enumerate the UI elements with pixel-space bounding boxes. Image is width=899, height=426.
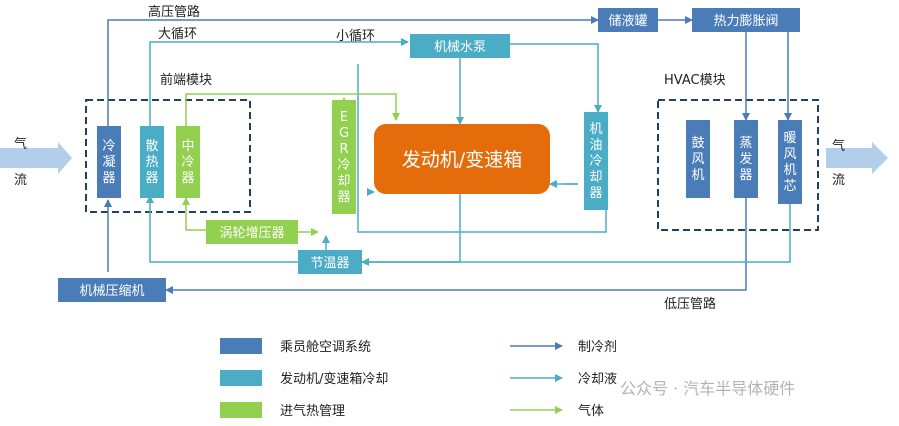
hvac-module-box	[657, 99, 819, 231]
label-hvac-module: HVAC模块	[664, 73, 726, 88]
legend-swatch-ac	[220, 338, 262, 354]
block-oil-cooler: 机油冷却器	[584, 112, 608, 210]
block-blower-label: 鼓风机	[691, 136, 704, 183]
block-heater-core-label: 暖风机芯	[783, 131, 796, 194]
block-engine-label: 发动机/变速箱	[402, 149, 522, 171]
airflow-right-label-1: 气	[832, 138, 845, 154]
legend-label-engine: 发动机/变速箱冷却	[280, 371, 388, 387]
front-module-box	[85, 99, 251, 213]
label-high-pressure: 高压管路	[148, 4, 200, 20]
label-small-loop: 小循环	[336, 29, 375, 44]
block-radiator-label: 散热器	[145, 139, 158, 186]
legend-swatch-engine	[220, 370, 262, 386]
block-thermostat: 节温器	[298, 250, 362, 274]
block-compressor: 机械压缩机	[58, 278, 166, 302]
coolant-lines	[146, 38, 791, 266]
block-oil-cooler-label: 机油冷却器	[589, 122, 602, 201]
legend-swatch-intake	[220, 402, 262, 418]
block-blower: 鼓风机	[686, 120, 710, 198]
label-low-pressure: 低压管路	[664, 296, 716, 312]
block-mech-pump-label: 机械水泵	[434, 40, 486, 55]
block-expansion-valve-label: 热力膨胀阀	[713, 14, 778, 29]
label-big-loop: 大循环	[158, 27, 197, 42]
block-condenser: 冷凝器	[97, 126, 121, 198]
airflow-left-label-2: 流	[14, 173, 27, 188]
airflow-left: 气 流	[0, 136, 72, 188]
block-evaporator-label: 蒸发器	[739, 136, 752, 183]
airflow-left-label-1: 气	[14, 136, 27, 152]
block-thermostat-label: 节温器	[310, 256, 349, 271]
legend-label-gas: 气体	[578, 403, 604, 419]
block-receiver: 储液罐	[598, 8, 658, 32]
legend-label-ac: 乘员舱空调系统	[280, 340, 371, 355]
block-expansion-valve: 热力膨胀阀	[692, 8, 800, 32]
block-condenser-label: 冷凝器	[102, 139, 115, 186]
legend-label-intake: 进气热管理	[280, 403, 345, 419]
block-turbo-label: 涡轮增压器	[219, 226, 284, 241]
block-intercooler: 中冷器	[176, 126, 200, 198]
block-mech-pump: 机械水泵	[410, 34, 510, 58]
watermark-text: 公众号 · 汽车半导体硬件	[620, 379, 795, 398]
legend-label-coolant: 冷却液	[578, 372, 617, 387]
block-heater-core: 暖风机芯	[778, 120, 802, 204]
block-turbo: 涡轮增压器	[206, 220, 298, 244]
block-evaporator: 蒸发器	[734, 120, 758, 198]
airflow-right: 气 流	[826, 138, 888, 188]
label-front-module: 前端模块	[160, 72, 212, 88]
block-engine: 发动机/变速箱	[374, 124, 550, 194]
block-receiver-label: 储液罐	[608, 14, 647, 29]
block-radiator: 散热器	[140, 126, 164, 198]
airflow-right-label-2: 流	[832, 173, 845, 188]
block-intercooler-label: 中冷器	[181, 139, 194, 186]
legend-label-refrigerant: 制冷剂	[578, 340, 617, 355]
legend: 乘员舱空调系统 发动机/变速箱冷却 进气热管理 制冷剂 冷却液 气体	[220, 338, 617, 419]
block-compressor-label: 机械压缩机	[79, 283, 144, 299]
